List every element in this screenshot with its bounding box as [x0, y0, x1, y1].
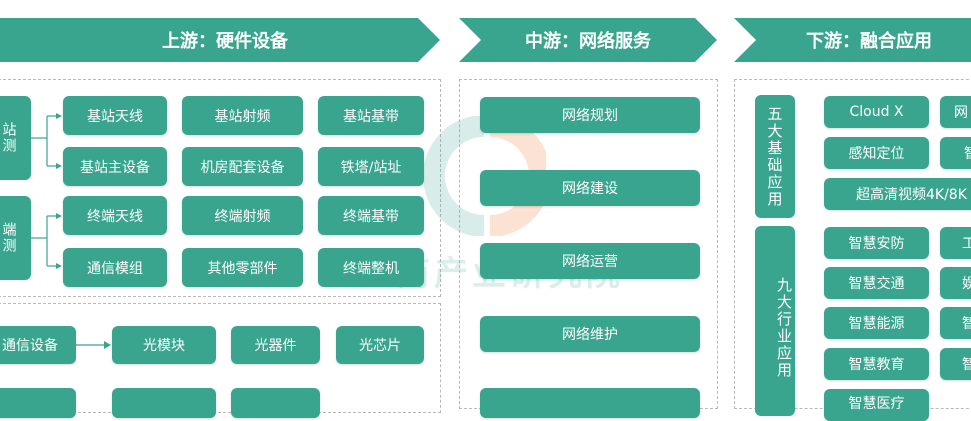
network-operation: 网络运营 [480, 243, 700, 279]
upstream-header: 上游：硬件设备 [0, 18, 440, 62]
midstream-header: 中游：网络服务 [459, 18, 717, 62]
industry-item-4: 娱 [940, 267, 971, 299]
network-maintenance: 网络维护 [480, 316, 700, 352]
smart-energy: 智慧能源 [824, 307, 929, 339]
base-station-main-equipment: 基站主设备 [63, 147, 167, 186]
five-basic-item-4: 智 [940, 137, 971, 169]
other-components: 其他零部件 [182, 248, 303, 287]
smart-education: 智慧教育 [824, 348, 929, 380]
ultra-hd-video: 超高清视频4K/8K [824, 178, 971, 210]
terminal-rf: 终端射频 [182, 196, 303, 235]
smart-healthcare: 智慧医疗 [824, 389, 929, 421]
terminal-antenna: 终端天线 [63, 196, 167, 235]
optical-chip: 光芯片 [336, 326, 424, 364]
machine-room-equipment: 机房配套设备 [182, 147, 303, 186]
upstream-header-label: 上游：硬件设备 [162, 31, 288, 52]
industry-item-2: 工 [940, 227, 971, 259]
cloud-x: Cloud X [824, 96, 929, 128]
terminal-group-label: 端测 [0, 222, 17, 254]
midstream-header-label: 中游：网络服务 [525, 31, 651, 52]
base-station-baseband: 基站基带 [318, 96, 424, 135]
optical-row2-a [0, 388, 76, 418]
terminal-device: 终端整机 [318, 248, 424, 287]
optical-device: 光器件 [231, 326, 320, 364]
upstream-panel-top [0, 79, 441, 297]
smart-transportation: 智慧交通 [824, 267, 929, 299]
communication-equipment: 通信设备 [0, 326, 76, 364]
optical-module: 光模块 [112, 326, 216, 364]
base-station-group: 站测 [0, 96, 31, 180]
downstream-header: 下游：融合应用 [734, 18, 971, 62]
nine-industry-applications: 九大行业应用 [755, 226, 795, 416]
optical-row2-c [231, 388, 320, 418]
sensing-positioning: 感知定位 [824, 137, 929, 169]
tower-site: 铁塔/站址 [318, 147, 424, 186]
optical-row2-b [112, 388, 216, 418]
connector-lines [31, 113, 111, 349]
base-station-antenna: 基站天线 [63, 96, 167, 135]
network-construction: 网络建设 [480, 170, 700, 206]
downstream-header-label: 下游：融合应用 [806, 31, 932, 52]
five-basic-applications-label: 五大基础应用 [765, 105, 784, 208]
terminal-baseband: 终端基带 [318, 196, 424, 235]
terminal-group: 端测 [0, 196, 31, 280]
midstream-row5 [480, 388, 700, 418]
industry-item-8: 智 [940, 348, 971, 380]
industry-item-6: 智 [940, 307, 971, 339]
base-station-group-label: 站测 [0, 122, 17, 154]
five-basic-item-2: 网 [940, 96, 971, 128]
five-basic-applications: 五大基础应用 [755, 95, 795, 218]
nine-industry-applications-label: 九大行业应用 [775, 277, 793, 379]
communication-module: 通信模组 [63, 248, 167, 287]
base-station-rf: 基站射频 [182, 96, 303, 135]
network-planning: 网络规划 [480, 97, 700, 133]
smart-security: 智慧安防 [824, 227, 929, 259]
